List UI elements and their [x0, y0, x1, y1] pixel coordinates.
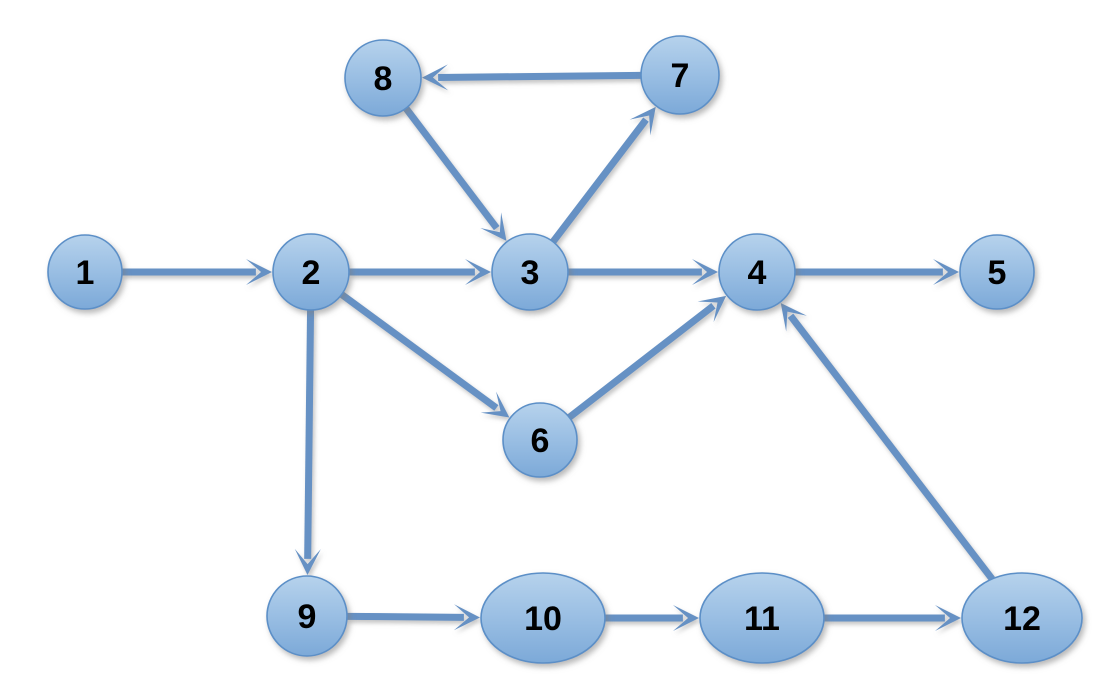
graph-node-10[interactable]: 10: [480, 572, 606, 664]
node-shape[interactable]: [47, 234, 123, 310]
node-shape[interactable]: [266, 575, 348, 657]
graph-node-11[interactable]: 11: [699, 572, 825, 664]
edge-9-to-10: [346, 604, 481, 631]
arrow-head-icon: [780, 302, 807, 332]
edge-6-to-4: [567, 295, 727, 421]
edge-line: [438, 71, 642, 81]
edge-line: [346, 612, 464, 621]
arrow-head-icon: [673, 605, 699, 631]
graph-node-8[interactable]: 8: [344, 39, 422, 117]
node-shape[interactable]: [491, 233, 569, 311]
graph-node-4[interactable]: 4: [718, 233, 796, 311]
arrow-head-icon: [453, 604, 481, 631]
edges-layer: [122, 64, 995, 631]
node-shape[interactable]: [344, 39, 422, 117]
edge-3-to-4: [568, 259, 718, 285]
node-shape[interactable]: [640, 35, 720, 115]
graph-node-2[interactable]: 2: [272, 233, 350, 311]
arrow-head-icon: [421, 64, 449, 91]
graph-node-5[interactable]: 5: [959, 234, 1035, 310]
edge-7-to-8: [421, 64, 642, 91]
arrow-head-icon: [480, 212, 507, 241]
arrow-head-icon: [629, 106, 656, 136]
arrow-head-icon: [933, 259, 959, 285]
graph-node-7[interactable]: 7: [640, 35, 720, 115]
edge-4-to-5: [795, 259, 959, 285]
graph-node-9[interactable]: 9: [266, 575, 348, 657]
graph-node-6[interactable]: 6: [502, 402, 578, 478]
arrow-head-icon: [294, 548, 321, 576]
node-shape[interactable]: [961, 572, 1083, 664]
arrow-head-icon: [692, 259, 718, 285]
edge-2-to-9: [294, 309, 321, 576]
edge-line: [787, 313, 995, 582]
edge-line: [403, 106, 500, 231]
edge-2-to-6: [339, 291, 510, 418]
node-shape[interactable]: [480, 572, 606, 664]
graph-node-12[interactable]: 12: [961, 572, 1083, 664]
node-shape[interactable]: [699, 572, 825, 664]
edge-line: [567, 302, 716, 421]
graph-node-1[interactable]: 1: [47, 234, 123, 310]
edge-12-to-4: [780, 302, 995, 582]
edge-line: [550, 117, 649, 244]
edge-line: [304, 309, 315, 559]
arrow-head-icon: [465, 259, 491, 285]
arrow-head-icon: [935, 605, 961, 631]
edge-line: [339, 291, 499, 411]
edge-10-to-11: [605, 605, 699, 631]
node-shape[interactable]: [718, 233, 796, 311]
edge-3-to-7: [550, 106, 656, 244]
arrow-head-icon: [480, 391, 510, 418]
arrow-head-icon: [246, 259, 272, 285]
node-shape[interactable]: [502, 402, 578, 478]
arrow-head-icon: [697, 295, 727, 323]
edge-1-to-2: [122, 259, 272, 285]
edge-11-to-12: [824, 605, 961, 631]
edge-8-to-3: [403, 106, 507, 241]
graph-node-3[interactable]: 3: [491, 233, 569, 311]
edge-2-to-3: [349, 259, 491, 285]
node-shape[interactable]: [959, 234, 1035, 310]
node-shape[interactable]: [272, 233, 350, 311]
